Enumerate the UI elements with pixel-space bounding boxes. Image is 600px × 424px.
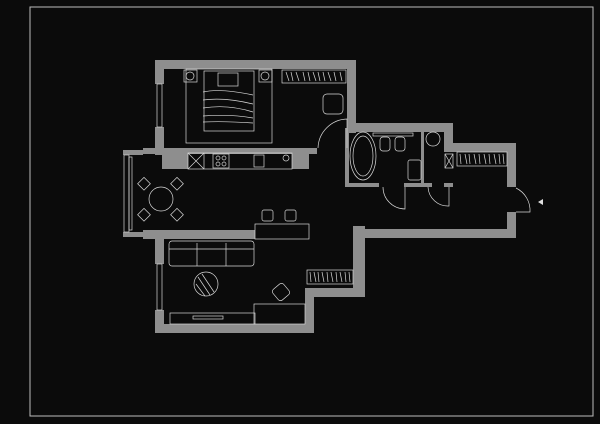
sofa-cushions (169, 243, 254, 266)
wall-bedroom-left-a (155, 60, 164, 84)
bar-stool (284, 209, 297, 222)
door-entrance (515, 187, 531, 213)
window-bedroom (156, 83, 163, 128)
lamp-left-icon (185, 71, 195, 81)
wall-bath-top (347, 123, 453, 132)
desk (253, 303, 306, 325)
wall-hall-top (444, 143, 516, 152)
chair (137, 176, 151, 191)
wall-kitchen-pillar-left (162, 148, 188, 169)
washbasin (407, 159, 422, 181)
vanity-shelf (372, 132, 414, 137)
entrance-arrow-icon (538, 199, 543, 205)
dining-furniture (137, 176, 310, 240)
wc-toilet (425, 131, 441, 147)
wall-living-left-b (155, 310, 164, 333)
wall-bath-left (345, 128, 349, 186)
burner-icon (221, 161, 227, 167)
kitchen-counter (187, 152, 293, 170)
wardrobe-bedroom (281, 69, 347, 84)
sofa (168, 240, 255, 267)
bidet (394, 136, 406, 152)
cabinet-cross (444, 153, 454, 169)
wall-bath-divider (421, 128, 424, 186)
wall-bath-bottom-a (345, 183, 379, 187)
walls (123, 60, 516, 333)
wall-living-right-b (305, 288, 314, 333)
chair (170, 176, 184, 191)
wall-hall-bottom (355, 229, 516, 238)
window-bay-inner (128, 156, 133, 231)
doors (317, 118, 543, 213)
burner-icon (221, 155, 227, 161)
bed-frame (185, 68, 273, 144)
wall-bedroom-top (155, 60, 356, 69)
wall-hall-right-a (507, 143, 516, 187)
armchair-living (272, 283, 290, 301)
coffee-table (193, 271, 219, 297)
wall-bedroom-right (347, 60, 356, 133)
wall-bath-right (444, 123, 453, 152)
tv (192, 315, 224, 320)
hangers (285, 71, 343, 82)
hob (212, 153, 230, 169)
fridge (187, 152, 205, 170)
tap-icon (282, 154, 290, 162)
armchair-bedroom (322, 93, 344, 115)
door-wc (427, 186, 450, 207)
living-furniture (168, 240, 354, 325)
pillow (217, 72, 239, 87)
wall-living-bottom (155, 324, 314, 333)
nightstand-right (258, 69, 273, 83)
bar-counter (254, 223, 310, 240)
bar-stool (261, 209, 274, 222)
hangers (309, 271, 351, 283)
wall-living-left-a (155, 236, 164, 264)
door-bathroom (382, 186, 406, 210)
wall-bedroom-left-b (155, 127, 164, 155)
wall-bath-bottom-b (404, 183, 432, 187)
hangers (459, 153, 505, 165)
toilet (379, 136, 391, 152)
bathtub-inner (352, 135, 374, 177)
lamp-right-icon (260, 71, 270, 81)
windows (123, 83, 163, 311)
wall-living-step (305, 288, 365, 297)
wall-bay-bottom (123, 232, 143, 237)
bathtub (349, 131, 377, 181)
chair (170, 207, 184, 222)
cabinet (444, 153, 454, 169)
wall-living-right (353, 226, 365, 297)
sheet-frame (29, 6, 594, 417)
wall-living-top (143, 230, 255, 239)
burner-icon (215, 161, 221, 167)
nightstand-left (183, 69, 198, 83)
bed-mattress (203, 70, 255, 132)
wall-kitchen-pillar-right (292, 148, 309, 169)
wall-kitchen-beam (143, 148, 317, 154)
kitchen-furniture (187, 152, 293, 170)
bathroom-fixtures (349, 131, 508, 181)
wall-wc-bottom (444, 183, 453, 187)
dining-table (148, 186, 174, 212)
burner-icon (215, 155, 221, 161)
window-living (156, 263, 163, 311)
chair (137, 207, 151, 222)
tv-unit (169, 312, 256, 325)
window-bay-outer (123, 154, 130, 233)
duvet (202, 90, 254, 124)
coffee-table-hatch (195, 273, 215, 297)
wall-hall-right-b (507, 212, 516, 238)
door-bedroom (317, 118, 348, 149)
bedroom-furniture (183, 68, 347, 144)
wall-bay-top (123, 150, 143, 155)
sink (253, 154, 265, 168)
